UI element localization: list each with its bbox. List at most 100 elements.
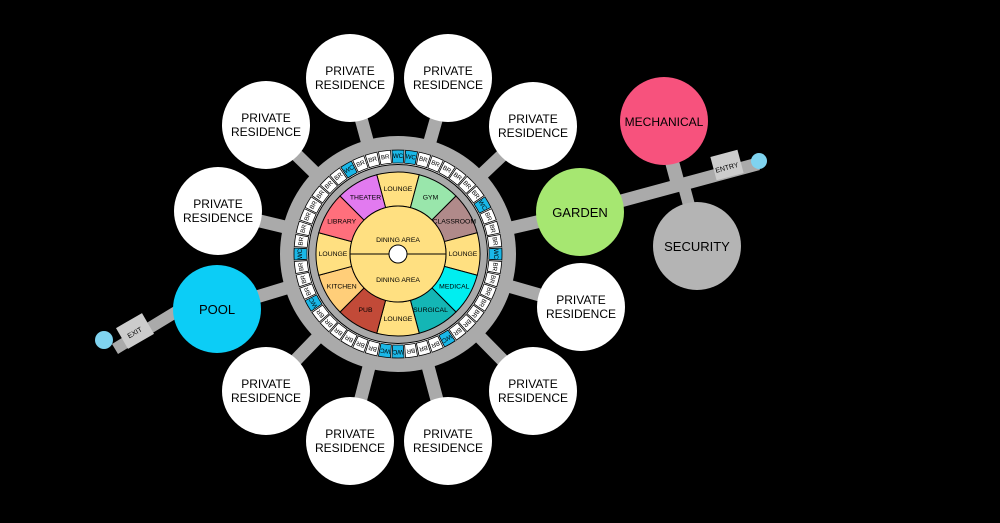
- entry-marker[interactable]: [751, 153, 767, 169]
- washroom-cell[interactable]: [377, 342, 392, 359]
- entry-wing: ENTRY: [578, 149, 767, 218]
- bedroom-cell[interactable]: [304, 196, 323, 214]
- security[interactable]: SECURITY: [653, 202, 741, 290]
- garden-label: GARDEN: [552, 205, 608, 220]
- bedroom-cell[interactable]: [352, 155, 369, 173]
- bedroom-label: BR: [452, 171, 464, 182]
- bedroom-cell[interactable]: [311, 185, 330, 204]
- bedroom-label: BR: [470, 308, 481, 320]
- bedroom-cell[interactable]: [479, 208, 497, 225]
- exit-marker[interactable]: [95, 331, 113, 349]
- bedroom-cell[interactable]: [299, 208, 317, 225]
- exit-wing: EXIT: [95, 299, 192, 354]
- bedroom-cell[interactable]: [352, 335, 369, 353]
- bedroom-cell[interactable]: [404, 342, 419, 359]
- bedroom-cell[interactable]: [364, 339, 381, 357]
- bedroom-cell[interactable]: [293, 260, 310, 275]
- residence-label-line1: PRIVATE: [241, 111, 291, 125]
- bedroom-cell[interactable]: [311, 304, 330, 323]
- bedroom-cell[interactable]: [340, 329, 358, 348]
- washroom-cell[interactable]: [391, 149, 405, 164]
- bedroom-cell[interactable]: [293, 233, 310, 248]
- residence-label-line1: PRIVATE: [508, 112, 558, 126]
- bedroom-cell[interactable]: [329, 167, 348, 186]
- bedroom-cell[interactable]: [295, 220, 313, 237]
- residence-label-line2: RESIDENCE: [315, 78, 385, 92]
- washroom-label: WC: [492, 249, 499, 260]
- bedroom-cell[interactable]: [466, 185, 485, 204]
- washroom-cell[interactable]: [391, 344, 405, 359]
- washroom-cell[interactable]: [404, 149, 419, 166]
- bedroom-label: BR: [303, 211, 313, 222]
- washroom-cell[interactable]: [473, 196, 492, 214]
- bedroom-cell[interactable]: [483, 220, 501, 237]
- bedroom-label: BR: [488, 224, 497, 235]
- washroom-cell[interactable]: [488, 247, 503, 261]
- bedroom-cell[interactable]: [377, 149, 392, 166]
- bedroom-cell[interactable]: [457, 313, 477, 333]
- bedroom-cell[interactable]: [415, 339, 432, 357]
- washroom-cell[interactable]: [304, 294, 323, 312]
- bedroom-cell[interactable]: [466, 304, 485, 323]
- residence-label-line2: RESIDENCE: [231, 391, 301, 405]
- washroom-cell[interactable]: [293, 247, 308, 261]
- room-label: SURGICAL: [413, 307, 448, 314]
- mechanical[interactable]: MECHANICAL: [620, 77, 708, 165]
- residence-label-line1: PRIVATE: [423, 427, 473, 441]
- bedroom-cell[interactable]: [415, 151, 432, 169]
- room-label: LIBRARY: [327, 218, 356, 225]
- bedroom-cell[interactable]: [427, 335, 444, 353]
- bedroom-cell[interactable]: [295, 271, 313, 288]
- bedroom-label: BR: [367, 343, 378, 352]
- bedroom-cell[interactable]: [457, 175, 477, 195]
- bedroom-label: BR: [355, 339, 366, 349]
- bedroom-cell[interactable]: [486, 233, 503, 248]
- room-label: PUB: [359, 307, 373, 314]
- bedroom-cell[interactable]: [486, 260, 503, 275]
- pool[interactable]: POOL: [173, 265, 261, 353]
- residence-label-line1: PRIVATE: [423, 64, 473, 78]
- bedroom-cell[interactable]: [319, 313, 339, 333]
- bedroom-label: BR: [315, 189, 326, 201]
- corridor-connector: [251, 279, 295, 305]
- room-label: KITCHEN: [327, 283, 357, 290]
- bedroom-cell[interactable]: [438, 160, 456, 179]
- room-label: MEDICAL: [439, 283, 469, 290]
- bedroom-label: BR: [297, 261, 305, 271]
- room-label: GYM: [423, 195, 439, 202]
- bedroom-cell[interactable]: [364, 151, 381, 169]
- washroom-cell[interactable]: [438, 329, 456, 348]
- washroom-cell[interactable]: [340, 160, 358, 179]
- bedroom-label: BR: [451, 326, 463, 337]
- exit-door[interactable]: [116, 313, 154, 349]
- bedroom-label: BR: [323, 317, 334, 328]
- bedroom-cell[interactable]: [473, 294, 492, 312]
- bedroom-cell[interactable]: [427, 155, 444, 173]
- bedroom-cell[interactable]: [448, 322, 467, 341]
- bedroom-cell[interactable]: [483, 271, 501, 288]
- bedroom-cell[interactable]: [299, 283, 317, 300]
- bedroom-label: BR: [405, 346, 415, 354]
- garden[interactable]: GARDEN: [536, 168, 624, 256]
- bedroom-cell[interactable]: [448, 167, 467, 186]
- bedroom-label: BR: [461, 317, 472, 328]
- entry-door[interactable]: [710, 149, 744, 181]
- bedroom-cell[interactable]: [329, 322, 348, 341]
- room-label: LOUNGE: [449, 251, 478, 258]
- bedroom-cell[interactable]: [319, 175, 339, 195]
- bedroom-label: BR: [315, 307, 326, 319]
- bedroom-label: BR: [343, 333, 354, 344]
- bedroom-cell[interactable]: [479, 283, 497, 300]
